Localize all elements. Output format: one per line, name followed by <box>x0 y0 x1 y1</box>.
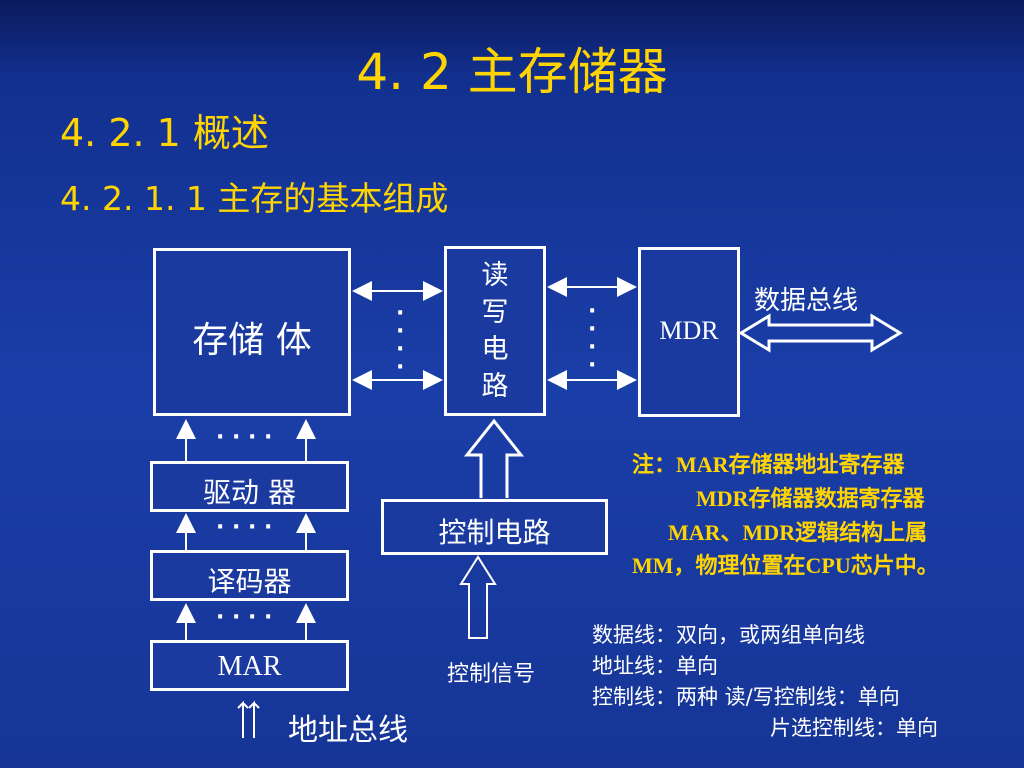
data-bus-label: 数据总线 <box>754 286 859 316</box>
rw-circuit-block: 读写电路 <box>444 246 546 416</box>
legend-control-line: 控制线：两种 读/写控制线：单向 <box>592 685 900 709</box>
data-bus-arrow <box>738 313 903 353</box>
legend-data-line: 数据线：双向，或两组单向线 <box>592 623 865 647</box>
address-bus-label: 地址总线 <box>288 713 408 748</box>
storage-label: 存储 体 <box>192 320 312 361</box>
section-heading: 4. 2. 1 概述 <box>60 111 269 155</box>
dots-decoder: · · · · <box>216 515 272 540</box>
slide-title: 4. 2 主存储器 <box>356 43 668 101</box>
control-signal-arrow <box>459 555 497 639</box>
decoder-block: 译码器 <box>150 550 349 601</box>
note-line-3: MAR、MDR逻辑结构上属 <box>668 520 928 545</box>
control-circuit-label: 控制电路 <box>438 516 551 549</box>
subsection-heading: 4. 2. 1. 1 主存的基本组成 <box>60 179 449 218</box>
dots-rw-mdr: ···· <box>588 299 596 378</box>
mdr-label: MDR <box>659 316 719 345</box>
mar-block: MAR <box>150 640 349 691</box>
dots-mar: · · · · <box>216 605 272 630</box>
decoder-label: 译码器 <box>207 565 292 598</box>
control-circuit-block: 控制电路 <box>381 499 608 555</box>
line-types-legend: 数据线：双向，或两组单向线 地址线：单向 控制线：两种 读/写控制线：单向 片选… <box>592 620 938 744</box>
mdr-block: MDR <box>638 247 740 417</box>
note-line-1: 注：MAR存储器地址寄存器 <box>632 452 905 477</box>
legend-chip-select-line: 片选控制线：单向 <box>770 716 938 740</box>
note-line-4: MM，物理位置在CPU芯片中。 <box>632 553 939 578</box>
storage-block: 存储 体 <box>153 248 351 416</box>
dots-driver: · · · · <box>216 425 272 450</box>
note-line-2: MDR存储器数据寄存器 <box>696 486 925 511</box>
address-bus-arrow <box>237 700 260 738</box>
driver-label: 驱动 器 <box>203 476 296 509</box>
dots-storage-rw: ···· <box>396 301 404 380</box>
driver-block: 驱动 器 <box>150 461 349 512</box>
mar-label: MAR <box>217 651 282 682</box>
legend-address-line: 地址线：单向 <box>592 654 718 678</box>
control-signal-label: 控制信号 <box>447 662 536 687</box>
rw-circuit-label: 读写电路 <box>481 260 509 402</box>
control-rw-arrow <box>463 418 525 498</box>
